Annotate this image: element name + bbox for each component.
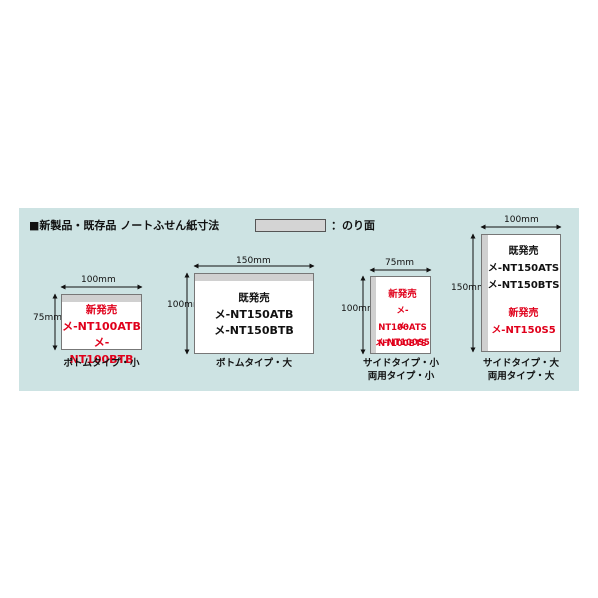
note2-width-label: 150mm [236,256,271,266]
note3-caption-2: 両用タイプ・小 [367,371,435,382]
note2-height-label: 100mm [167,300,202,310]
note3-sticky: 新発売 メ-NT100ATS メ-NT100BTS メ-NT100S5 [370,276,431,354]
note4-line-1: 既発売 [508,246,539,257]
note1-sticky: 新発売 メ-NT100ATB メ-NT100BTB [61,294,142,366]
note3-line-1: 新発売 [388,289,417,300]
note2-sticky: 既発売 メ-NT150ATB メ-NT150BTB [194,273,314,354]
glue-legend-label: ：のり面 [331,219,375,232]
note2-caption: ボトムタイプ・大 [215,358,292,369]
note4-caption-2: 両用タイプ・大 [487,371,555,382]
panel-title: ■新製品・既存品 ノートふせん紙寸法 [29,219,220,232]
dimension-arrows [52,224,562,355]
note4-line-3: メ-NT150BTS [487,280,560,291]
note3-line-2: メ-NT100ATS [378,306,427,333]
note1-glue-area [62,295,141,302]
note4-glue-area [482,235,488,351]
note3-glue-area [371,277,376,353]
note3-line-3: メ-NT100BTS [377,322,428,349]
note4-height-label: 150mm [451,283,486,293]
note1-height-label: 75mm [33,313,62,323]
note4-line-6: メ-NT150S5 [491,325,556,336]
note4-line-5: 新発売 [508,308,539,319]
note1-width-label: 100mm [81,275,116,285]
note2-line-2: メ-NT150ATB [214,308,294,321]
note1-caption: ボトムタイプ・小 [63,358,140,369]
note3-line-4: メ-NT100S5 [375,338,430,348]
dimensions-panel: ■新製品・既存品 ノートふせん紙寸法 ：のり面 100mm 75mm 新発売 メ… [19,208,579,391]
note4-sticky: 既発売 メ-NT150ATS メ-NT150BTS 新発売 メ-NT150S5 [481,234,561,352]
note1-line-3: メ-NT100BTB [69,336,134,366]
note1-line-2: メ-NT100ATB [62,320,141,333]
note3-caption-1: サイドタイプ・小 [362,358,439,369]
note2-line-1: 既発売 [238,292,270,304]
note4-line-2: メ-NT150ATS [487,263,560,274]
note2-glue-area [195,274,313,281]
note1-line-1: 新発売 [85,304,118,316]
glue-legend-swatch [255,219,326,232]
note3-height-label: 100mm [341,304,376,314]
note3-width-label: 75mm [385,258,414,268]
note2-line-3: メ-NT150BTB [214,324,294,337]
note4-width-label: 100mm [504,215,539,225]
note4-caption-1: サイドタイプ・大 [482,358,559,369]
